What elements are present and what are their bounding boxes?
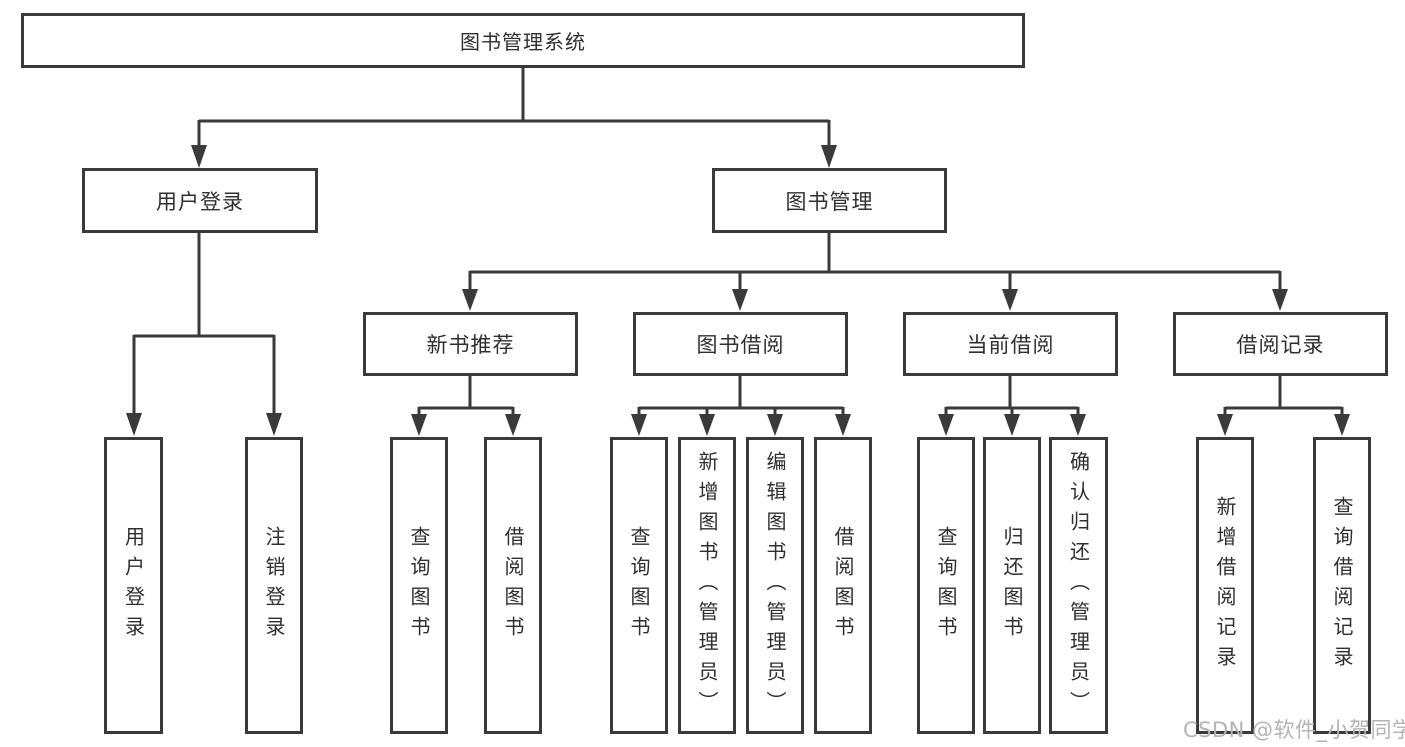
node-return-book-leaf: 归还图书 <box>983 437 1041 734</box>
connector-current-borrow-to-children <box>938 375 1086 436</box>
node-book-borrow: 图书借阅 <box>633 312 848 376</box>
node-logout-leaf: 注销登录 <box>245 437 303 734</box>
arrow-down-icon <box>767 414 783 436</box>
arrow-down-icon <box>631 414 647 436</box>
arrow-down-icon <box>732 289 748 311</box>
arrow-down-icon <box>1004 414 1020 436</box>
node-edit-book-admin-leaf: 编辑图书（管理员） <box>746 437 804 734</box>
node-add-borrow-record-leaf: 新增借阅记录 <box>1196 437 1254 734</box>
arrow-down-icon <box>938 414 954 436</box>
arrow-down-icon <box>1217 414 1233 436</box>
node-confirm-return-admin-leaf: 确认归还（管理员） <box>1049 437 1108 734</box>
arrow-down-icon <box>505 414 521 436</box>
arrow-down-icon <box>462 289 478 311</box>
arrow-down-icon <box>1334 414 1350 436</box>
node-query-book-leaf: 查询图书 <box>917 437 975 734</box>
arrow-down-icon <box>1070 414 1086 436</box>
node-user-login-leaf: 用户登录 <box>104 437 163 734</box>
node-borrow-book-leaf: 借阅图书 <box>814 437 872 734</box>
connector-root-to-level2 <box>191 68 837 168</box>
node-borrow-book-leaf: 借阅图书 <box>484 437 542 734</box>
connector-borrow-record-to-children <box>1217 375 1350 436</box>
arrow-down-icon <box>699 414 715 436</box>
connector-book-mgmt-to-sections <box>462 233 1288 311</box>
node-root: 图书管理系统 <box>21 13 1025 68</box>
connector-book-borrow-to-children <box>631 375 851 436</box>
arrow-down-icon <box>126 413 142 436</box>
arrow-down-icon <box>266 413 282 436</box>
node-query-book-leaf: 查询图书 <box>610 437 668 734</box>
node-query-borrow-record-leaf: 查询借阅记录 <box>1313 437 1371 734</box>
arrow-down-icon <box>411 414 427 436</box>
node-current-borrow: 当前借阅 <box>903 312 1118 376</box>
node-user-login: 用户登录 <box>82 168 318 233</box>
arrow-down-icon <box>191 145 207 168</box>
arrow-down-icon <box>1272 289 1288 311</box>
arrow-down-icon <box>1002 289 1018 311</box>
node-borrow-record: 借阅记录 <box>1173 312 1388 376</box>
node-add-book-admin-leaf: 新增图书（管理员） <box>678 437 736 734</box>
node-book-mgmt: 图书管理 <box>712 168 947 233</box>
arrow-down-icon <box>821 145 837 168</box>
connector-user-login-to-children <box>126 233 282 436</box>
node-query-book-leaf: 查询图书 <box>390 437 448 734</box>
node-new-book-rec: 新书推荐 <box>363 312 578 376</box>
connector-new-book-rec-to-children <box>411 375 521 436</box>
watermark: CSDN @软件_小贺同学 <box>1183 718 1405 742</box>
arrow-down-icon <box>835 414 851 436</box>
